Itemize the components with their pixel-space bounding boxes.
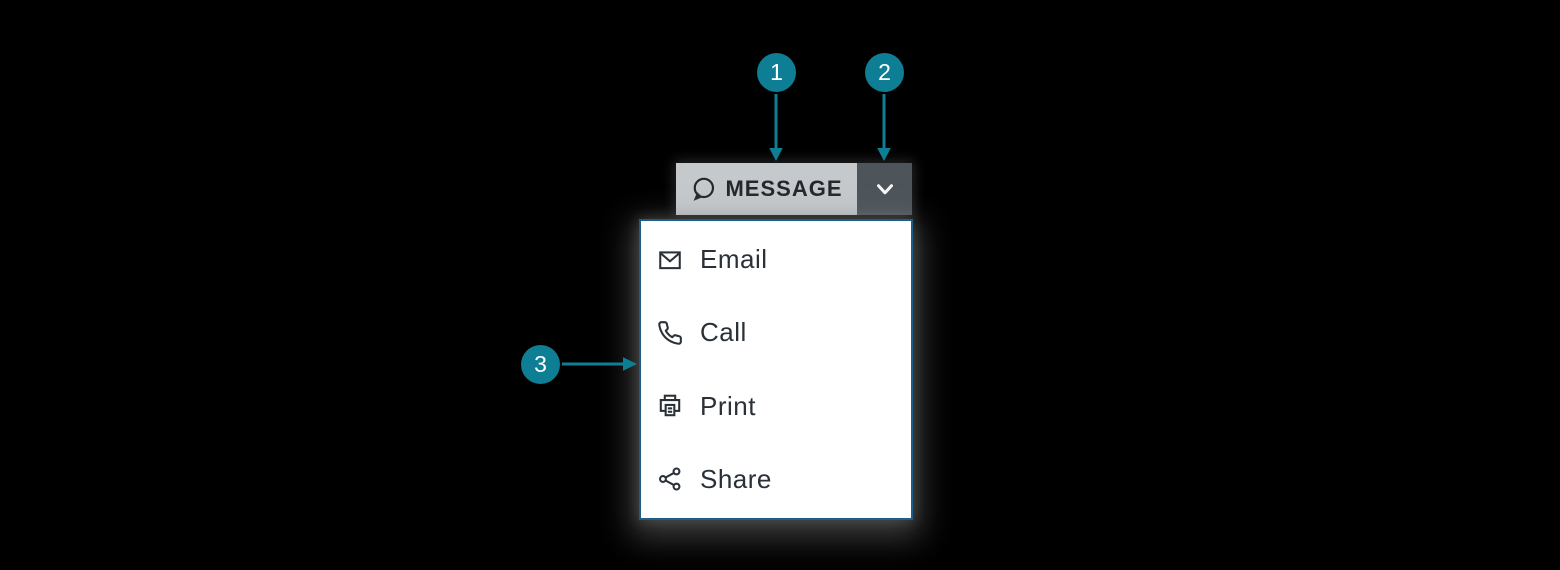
callout-number: 1: [770, 59, 783, 85]
dropdown-menu: Email Call Print: [639, 219, 913, 520]
email-icon: [657, 247, 683, 273]
share-icon: [657, 466, 683, 492]
menu-item-label: Print: [700, 390, 756, 421]
callout-2-arrow: [877, 94, 891, 161]
callout-3-arrow: [562, 357, 637, 371]
menu-item-label: Share: [700, 463, 772, 494]
menu-item-share[interactable]: Share: [641, 443, 911, 516]
menu-item-email[interactable]: Email: [641, 223, 911, 296]
callout-badge-2: 2: [865, 53, 904, 92]
callout-badge-1: 1: [757, 53, 796, 92]
menu-item-call[interactable]: Call: [641, 296, 911, 369]
message-button[interactable]: MESSAGE: [676, 163, 857, 215]
callout-badge-3: 3: [521, 345, 560, 384]
menu-item-label: Email: [700, 244, 768, 275]
menu-item-print[interactable]: Print: [641, 370, 911, 443]
menu-item-label: Call: [700, 317, 747, 348]
dropdown-toggle-button[interactable]: [857, 163, 912, 215]
message-bubble-icon: [690, 176, 716, 202]
chevron-down-icon: [872, 176, 898, 202]
callout-number: 2: [878, 59, 891, 85]
callout-number: 3: [534, 351, 547, 377]
phone-icon: [657, 320, 683, 346]
message-button-label: MESSAGE: [725, 176, 843, 201]
split-button: MESSAGE: [676, 163, 912, 215]
printer-icon: [657, 393, 683, 419]
callout-1-arrow: [769, 94, 783, 161]
